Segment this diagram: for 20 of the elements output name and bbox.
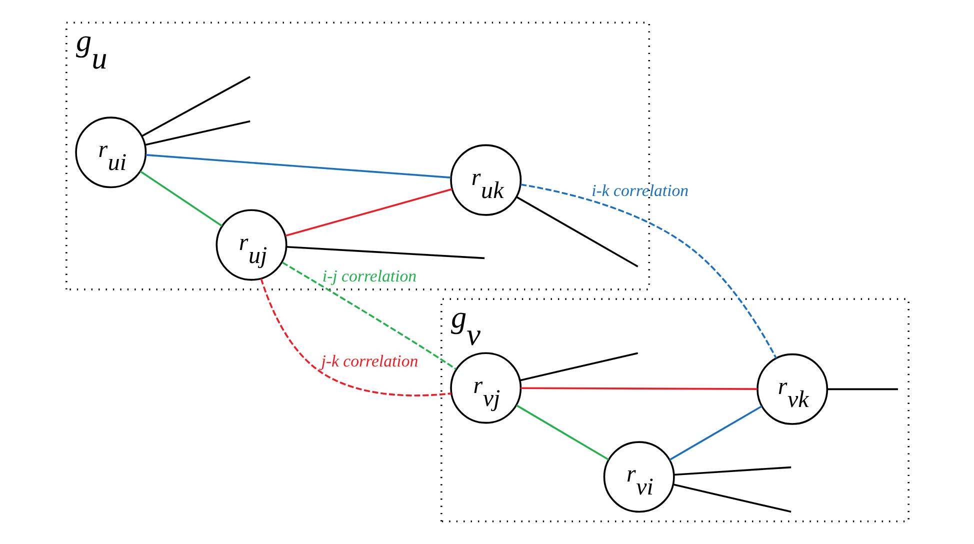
edge-label: i-k correlation (591, 180, 688, 200)
connector (516, 404, 608, 460)
connector (139, 170, 222, 227)
connector (144, 120, 250, 146)
connector (260, 278, 451, 396)
connector (516, 196, 638, 268)
connector (520, 184, 777, 359)
connector (286, 246, 484, 260)
connector (674, 466, 791, 476)
edge-label: i-j correlation (322, 266, 416, 286)
connector (826, 388, 898, 390)
connector (145, 154, 450, 178)
connector (519, 352, 638, 382)
connector (672, 484, 791, 513)
connector (668, 405, 762, 461)
connector (281, 262, 456, 370)
connector (520, 387, 757, 390)
connector (140, 76, 250, 137)
connector (284, 188, 452, 237)
edge-label: j-k correlation (320, 352, 418, 371)
